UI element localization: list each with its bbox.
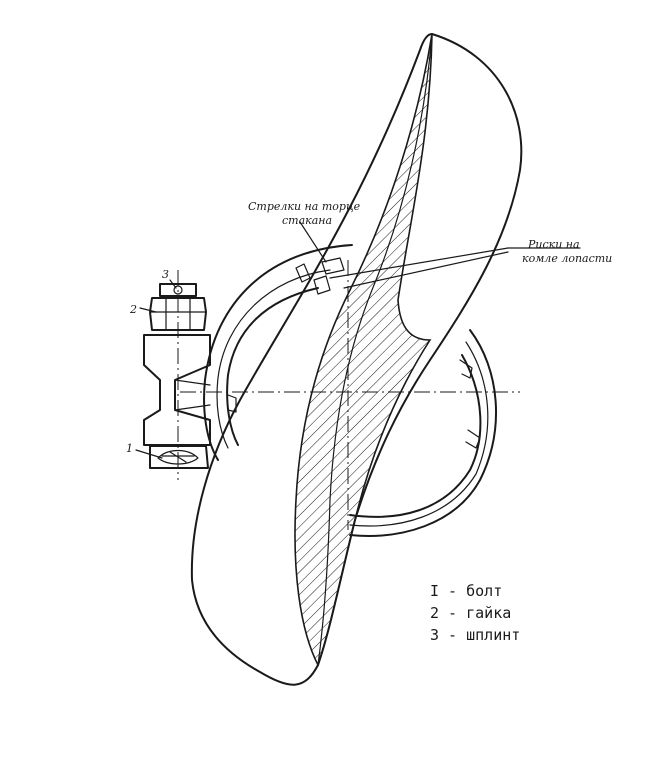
sleeve-slot-upper [459, 359, 473, 379]
sleeve-slot-lower [465, 429, 481, 449]
marks-label-line2: комле лопасти [522, 252, 612, 265]
part-number-nut: 2 [129, 303, 137, 316]
sleeve-top-notch [295, 263, 311, 283]
legend: I - болт 2 - гайка 3 - шплинт [430, 582, 520, 644]
clamp-web [174, 379, 211, 411]
sleeve-inner-ring [226, 287, 319, 446]
marks-leader-1 [329, 247, 509, 279]
arrows-leader [299, 221, 327, 263]
blade-leading-edge [317, 33, 433, 666]
bolt-leader [135, 449, 163, 459]
arrows-label-line2: стакана [282, 214, 332, 227]
sleeve-end-marks [313, 257, 345, 295]
marks-leader-2 [343, 251, 509, 289]
sleeve-outer-ring-right [349, 329, 497, 537]
cotter-leader [169, 279, 177, 289]
hub-sleeve [203, 244, 497, 537]
sleeve-slot-left [227, 394, 237, 413]
arrows-label-line1: Стрелки на торце [248, 200, 361, 213]
sleeve-inner-ring-right [349, 354, 482, 518]
part-number-cotter-pin: 3 [162, 268, 169, 281]
legend-item-cotter-pin: 3 - шплинт [430, 626, 520, 644]
sleeve-middle-ring [216, 269, 331, 449]
sleeve-middle-ring-right [349, 341, 489, 527]
callout-leaders [135, 221, 581, 459]
legend-item-nut: 2 - гайка [430, 604, 511, 622]
blade [190, 33, 523, 686]
clamp-assembly [143, 270, 211, 480]
legend-item-bolt: I - болт [430, 582, 502, 600]
blade-section-hatched [294, 33, 433, 668]
clamp-bracket [143, 334, 211, 446]
nut-leader [139, 307, 157, 313]
marks-label-line1: Риски на [527, 238, 580, 251]
blade-outline [190, 33, 523, 686]
part-number-bolt: 1 [126, 442, 133, 455]
